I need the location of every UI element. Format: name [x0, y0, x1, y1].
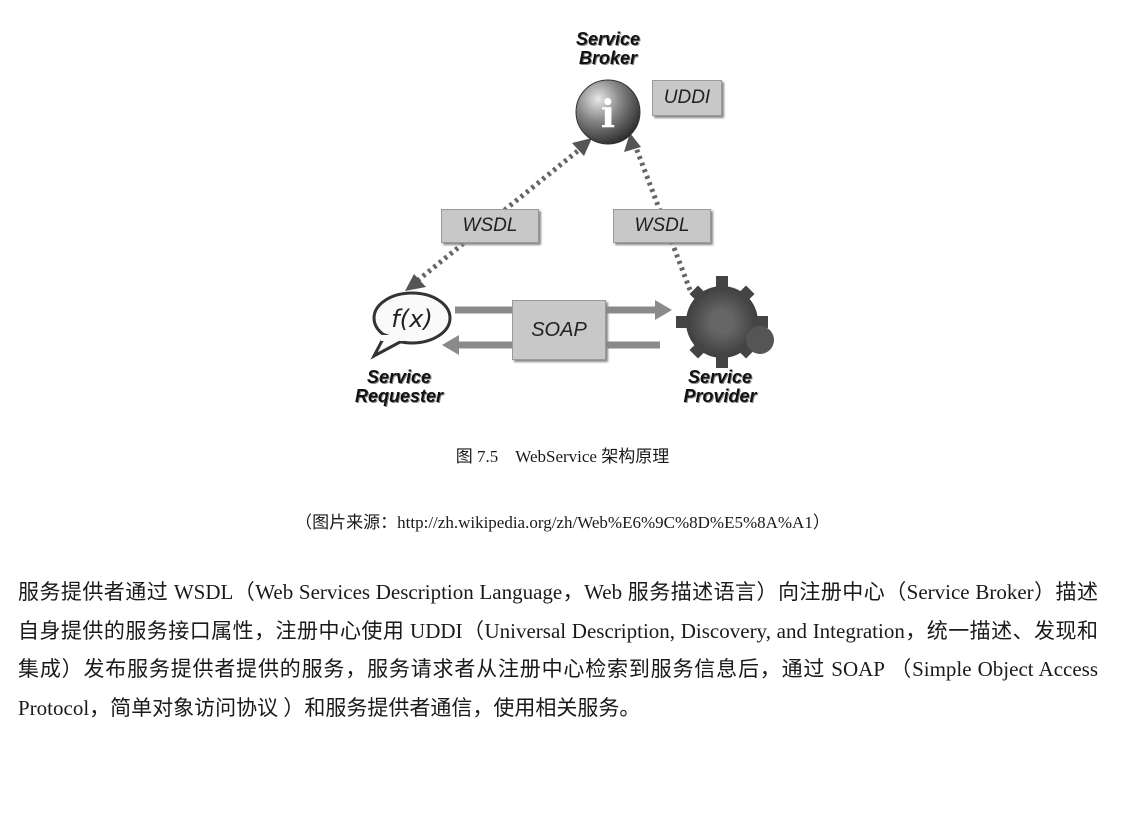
requester-bubble-icon: [372, 291, 452, 345]
requester-label-line2: Requester: [354, 386, 444, 406]
provider-label-line1: Service: [687, 367, 753, 387]
bubble-tail-mask: [381, 335, 405, 341]
soap-tag: SOAP: [512, 300, 606, 360]
requester-fx-glyph: f(x): [391, 305, 432, 333]
figure-caption: 图 7.5 WebService 架构原理: [455, 447, 670, 466]
broker-label: Service Broker: [560, 30, 656, 68]
wsdl-link-requester-broker: [410, 143, 587, 287]
wsdl-tag-left: WSDL: [441, 209, 539, 243]
link-arrowhead-requester: [405, 274, 426, 291]
provider-gear-icon: [676, 276, 774, 368]
link-arrowhead-broker-right: [624, 133, 641, 152]
broker-label-line2: Broker: [578, 48, 638, 68]
uddi-tag: UDDI: [652, 80, 722, 116]
wsdl-tag-right: WSDL: [613, 209, 711, 243]
provider-label: Service Provider: [660, 368, 780, 406]
requester-label-line1: Service: [366, 367, 432, 387]
broker-info-icon: [575, 79, 641, 145]
requester-label: Service Requester: [330, 368, 468, 406]
webservice-architecture-figure: i f(x) Service Broker UDDI W: [330, 30, 780, 406]
figure-source: （图片来源：http://zh.wikipedia.org/zh/Web%E6%…: [295, 513, 830, 532]
soap-arrowhead-back: [442, 335, 459, 355]
soap-arrowhead-forward: [655, 300, 672, 320]
broker-label-line1: Service: [575, 29, 641, 49]
provider-label-line2: Provider: [683, 386, 757, 406]
link-arrowhead-broker-left: [572, 138, 592, 156]
architecture-diagram: i f(x): [370, 79, 774, 368]
body-paragraph: 服务提供者通过 WSDL（Web Services Description La…: [18, 580, 1098, 720]
broker-info-glyph: i: [601, 91, 615, 136]
